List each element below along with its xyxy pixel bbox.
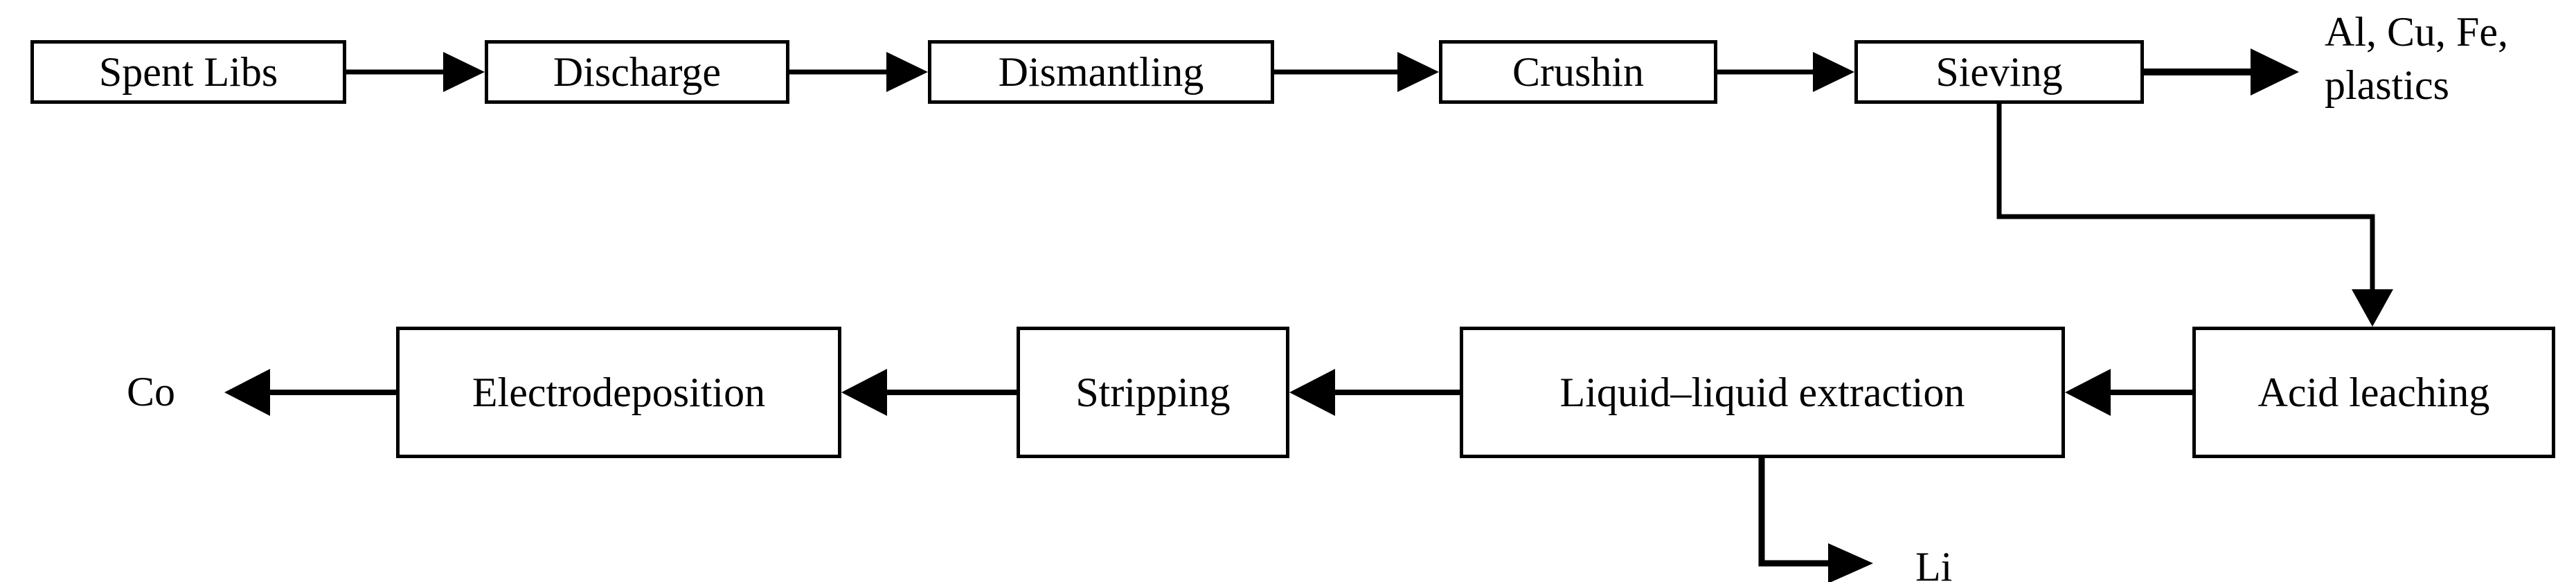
node-discharge[interactable]: Discharge: [485, 40, 789, 104]
node-spent-libs[interactable]: Spent Libs: [30, 40, 346, 104]
node-label-electrodeposition: Electrodeposition: [472, 369, 766, 415]
node-label-dismantling: Dismantling: [998, 48, 1204, 95]
connector-liquid-liquid-to-stripping: [1289, 369, 1460, 416]
connector-liquid-liquid-to-lithium: [1758, 458, 1873, 582]
connector-stripping-to-electrodeposition: [841, 369, 1017, 416]
node-crushin[interactable]: Crushin: [1439, 40, 1717, 104]
connector-sieving-to-acid-leaching: [1996, 104, 2393, 327]
connector-crushin-to-sieving: [1717, 52, 1854, 92]
node-sieving[interactable]: Sieving: [1854, 40, 2144, 104]
node-acid-leaching[interactable]: Acid leaching: [2192, 327, 2555, 458]
node-label-sieving: Sieving: [1935, 48, 2063, 95]
node-label-crushin: Crushin: [1512, 48, 1645, 95]
node-stripping[interactable]: Stripping: [1017, 327, 1289, 458]
node-dismantling[interactable]: Dismantling: [928, 40, 1274, 104]
node-label-stripping: Stripping: [1075, 369, 1231, 415]
connector-sieving-to-byproducts: [2144, 48, 2299, 96]
node-liquid-liquid-extraction[interactable]: Liquid–liquid extraction: [1460, 327, 2065, 458]
output-label-lithium: Li: [1915, 544, 1953, 582]
node-label-liquid-liquid-extraction: Liquid–liquid extraction: [1559, 369, 1965, 415]
connector-discharge-to-dismantling: [789, 52, 928, 92]
node-label-spent-libs: Spent Libs: [98, 48, 278, 95]
node-label-discharge: Discharge: [553, 48, 722, 95]
node-electrodeposition[interactable]: Electrodeposition: [396, 327, 841, 458]
output-label-byproducts: Al, Cu, Fe, plastics: [2325, 9, 2509, 108]
connector-acid-leaching-to-liquid-liquid: [2065, 369, 2192, 416]
connector-dismantling-to-crushin: [1274, 52, 1439, 92]
node-label-acid-leaching: Acid leaching: [2257, 369, 2490, 415]
connector-spent-libs-to-discharge: [346, 52, 485, 92]
connector-electrodeposition-to-cobalt: [224, 369, 396, 416]
output-label-cobalt: Co: [127, 369, 176, 415]
